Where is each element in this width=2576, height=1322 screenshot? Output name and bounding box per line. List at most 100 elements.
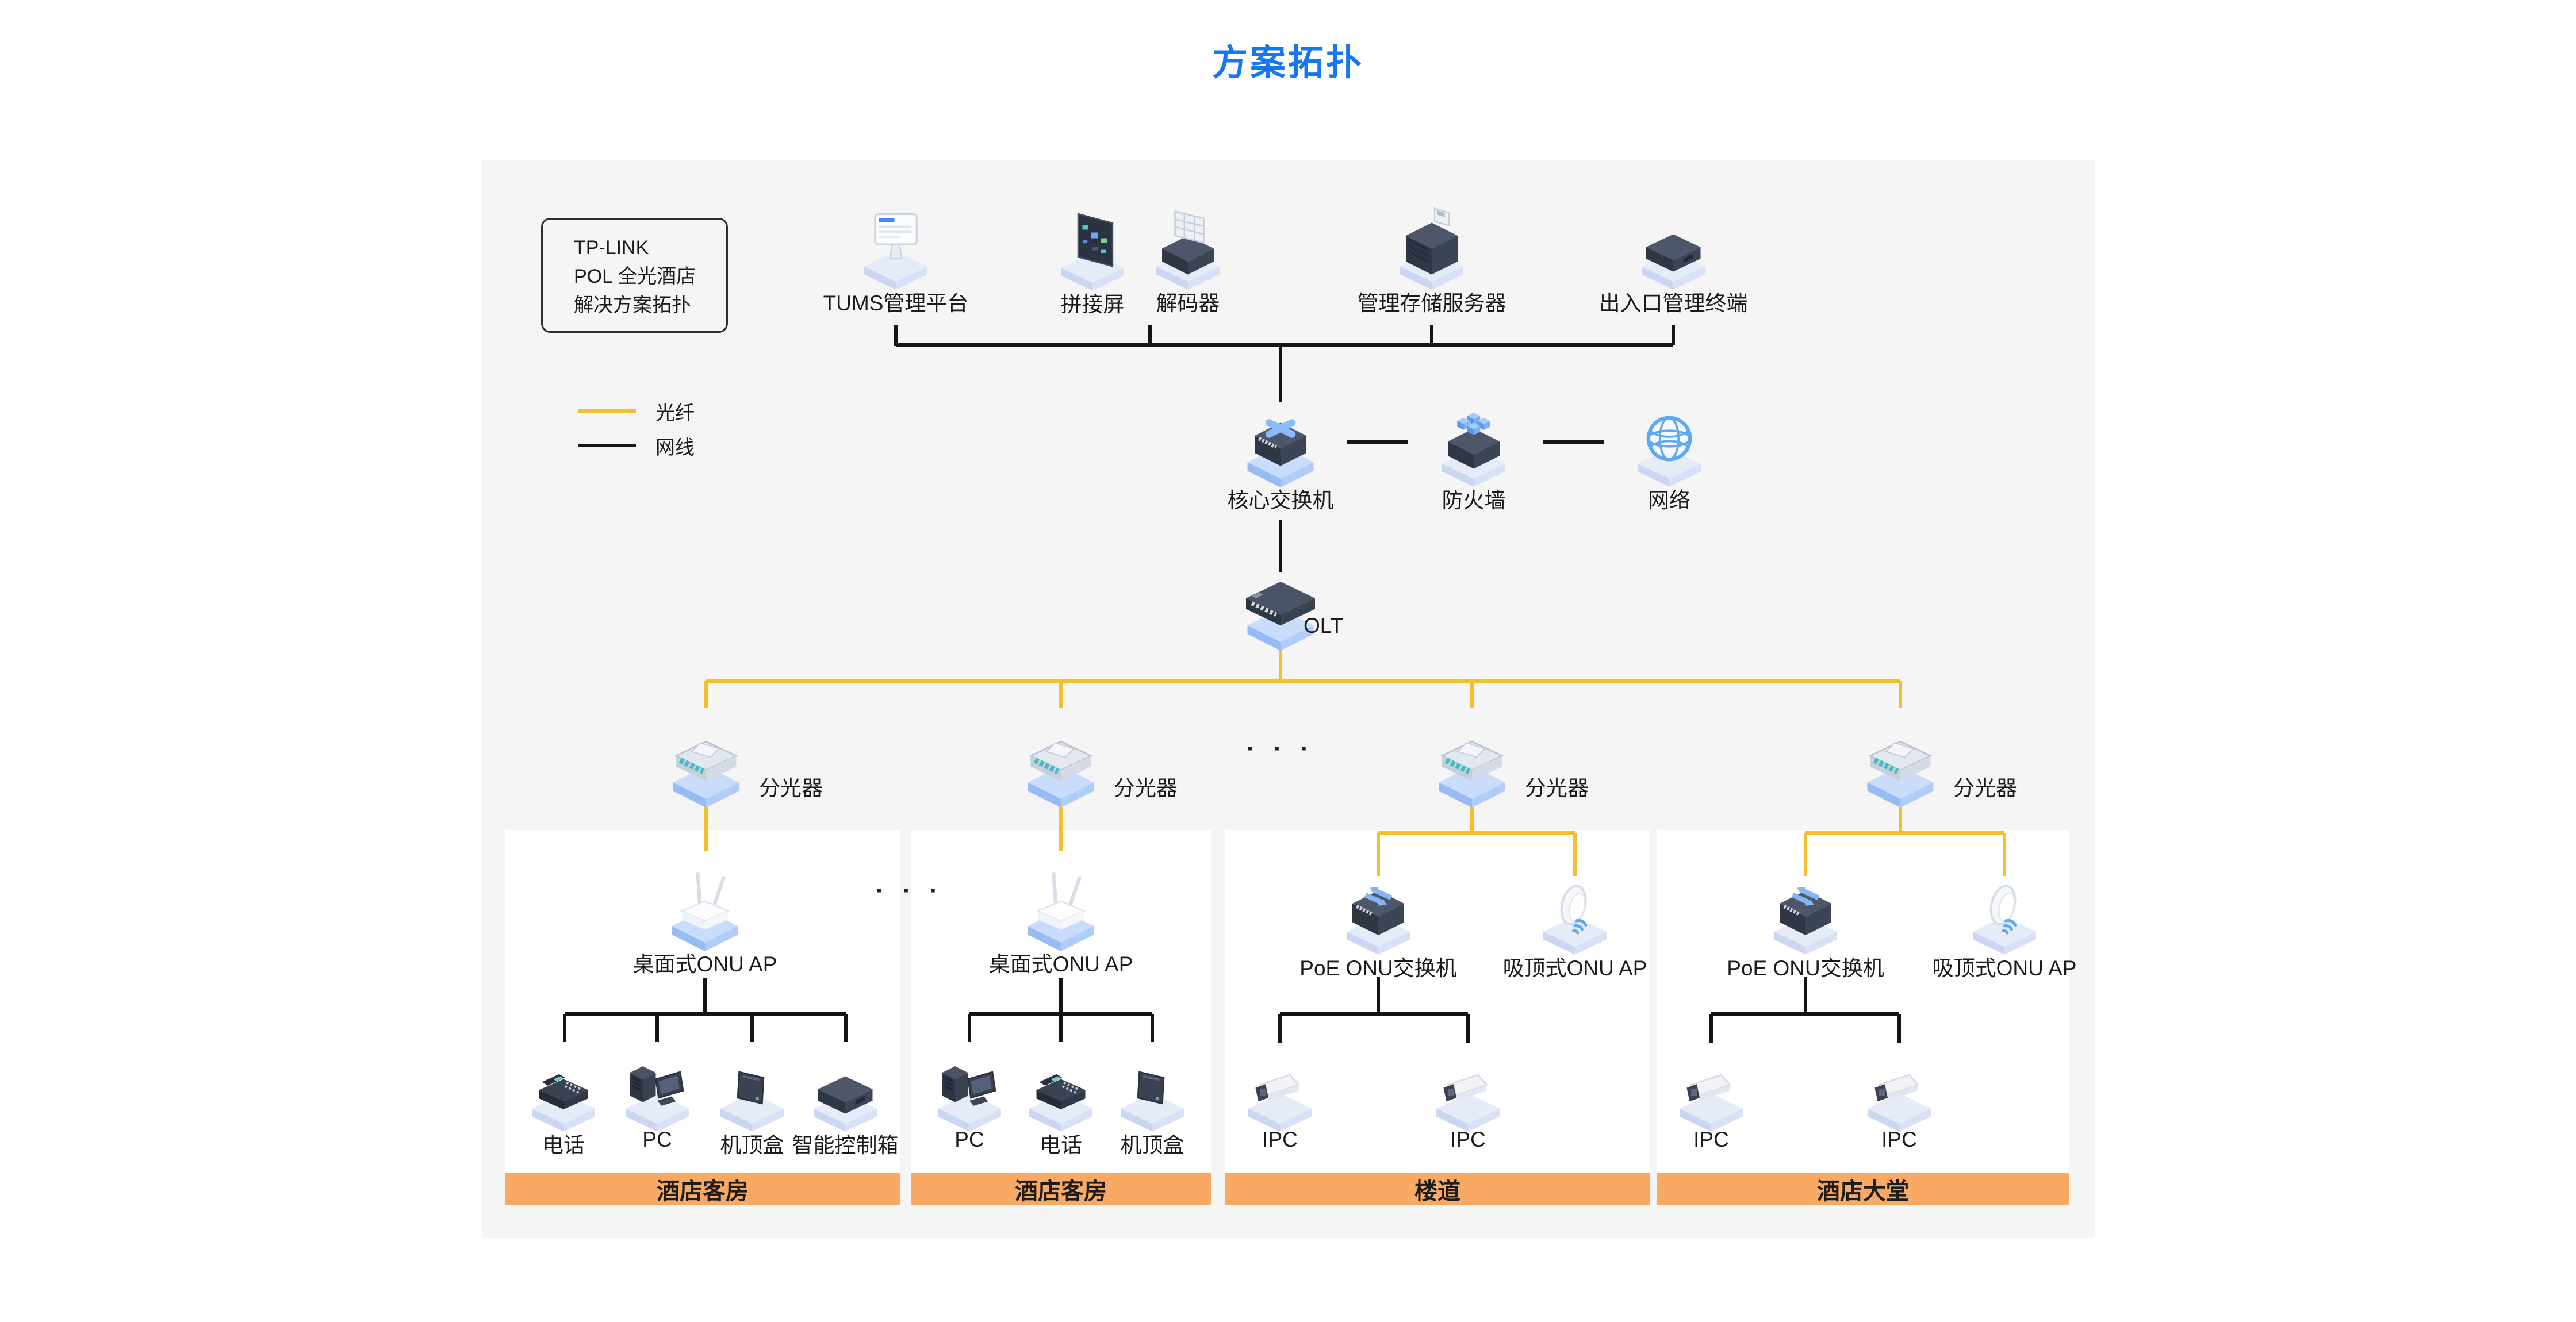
cable-link	[703, 978, 707, 1015]
fiber-link	[1377, 833, 1380, 876]
ellipsis-mark: · · ·	[1246, 735, 1315, 763]
node-label: 桌面式ONU AP	[988, 952, 1133, 976]
node-network: 网络	[1497, 401, 1842, 514]
note-line-3: 解决方案拓扑	[574, 294, 691, 316]
node-phone-2: 电话	[888, 1046, 1233, 1159]
node-pc-1: PC	[485, 1046, 830, 1152]
screen-icon	[920, 205, 1265, 291]
node-stb-1: 机顶盒	[580, 1046, 925, 1159]
node-desktop-onu-ap-2: 桌面式ONU AP	[888, 865, 1233, 978]
node-label: 分光器	[1525, 777, 1589, 800]
section-banner: 酒店客房	[505, 1173, 900, 1205]
cable-line-swatch	[578, 444, 636, 447]
legend-cable-label: 网线	[656, 436, 695, 459]
cable-link	[1148, 325, 1152, 346]
cable-link	[1804, 977, 1807, 1015]
poe-switch-icon	[1633, 869, 1978, 955]
node-label: IPC	[1693, 1128, 1729, 1151]
solution-note-box: TP-LINK POL 全光酒店 解决方案拓扑	[541, 218, 728, 333]
phone-icon	[391, 1046, 736, 1132]
switch-x-icon	[1108, 401, 1453, 487]
router-ap-icon	[888, 865, 1233, 951]
camera-icon	[1539, 1046, 1884, 1132]
fiber-link	[1573, 833, 1577, 876]
node-label: 分光器	[1953, 777, 2017, 800]
page-title: 方案拓扑	[1212, 43, 1364, 83]
splitter-icon	[888, 721, 1233, 808]
node-label: 电话	[1040, 1133, 1082, 1157]
node-smart-control-box: 智能控制箱	[673, 1046, 1018, 1159]
node-label: TUMS管理平台	[823, 291, 969, 315]
phone-icon	[888, 1046, 1233, 1132]
ellipsis-mark: · · ·	[875, 877, 944, 905]
cable-link	[656, 1014, 659, 1042]
node-label: 桌面式ONU AP	[632, 952, 777, 976]
node-label: 出入口管理终端	[1598, 291, 1748, 315]
node-label: OLT	[1304, 614, 1344, 637]
node-splitter-3: 分光器	[1300, 721, 1644, 808]
node-label: 解码器	[1156, 291, 1220, 315]
node-decoder: 解码器	[1015, 204, 1360, 317]
monitor-icon	[723, 204, 1068, 290]
node-label: 机顶盒	[720, 1133, 784, 1157]
cable-link	[1709, 1014, 1713, 1043]
fiber-link	[1804, 833, 1807, 876]
node-firewall: 防火墙	[1301, 401, 1646, 514]
cable-link	[896, 343, 1673, 347]
legend-cable: 网线	[578, 433, 695, 459]
pc-icon	[485, 1046, 830, 1132]
firewall-icon	[1301, 401, 1646, 487]
ceiling-ap-icon	[1402, 869, 1747, 955]
camera-icon	[1295, 1046, 1640, 1132]
node-label: PC	[642, 1128, 672, 1151]
node-label: IPC	[1262, 1128, 1298, 1151]
stb-icon	[980, 1046, 1325, 1132]
ceiling-ap-icon	[1832, 869, 2177, 955]
splitter-icon	[1728, 721, 2073, 808]
olt-icon	[1108, 564, 1453, 651]
node-ipc-4a: IPC	[1539, 1046, 1884, 1152]
node-poe-onu-switch-3: PoE ONU交换机	[1206, 869, 1551, 982]
node-label: 拼接屏	[1060, 293, 1125, 316]
fiber-link	[1059, 801, 1063, 851]
camera-icon	[1727, 1046, 2072, 1132]
cable-link	[1466, 1014, 1470, 1043]
splitter-icon	[1300, 721, 1644, 808]
fiber-link	[2003, 833, 2006, 876]
flat-box-icon	[673, 1046, 1018, 1132]
fiber-link	[1059, 681, 1063, 708]
node-pc-2: PC	[797, 1046, 1142, 1152]
note-line-2: POL 全光酒店	[574, 266, 696, 287]
node-label: IPC	[1450, 1128, 1486, 1151]
section-banner: 酒店客房	[911, 1173, 1211, 1205]
fiber-link	[1899, 681, 1902, 708]
note-line-1: TP-LINK	[574, 237, 649, 259]
node-entrance-terminal: 出入口管理终端	[1501, 204, 1846, 317]
cable-link	[1279, 345, 1282, 402]
node-mgmt-storage-server: 管理存储服务器	[1259, 204, 1604, 317]
camera-icon	[1107, 1046, 1452, 1132]
fiber-link	[704, 681, 708, 708]
node-ipc-3b: IPC	[1295, 1046, 1640, 1152]
section-banner: 楼道	[1225, 1173, 1650, 1205]
node-label: PoE ONU交换机	[1300, 956, 1457, 980]
legend-fiber: 光纤	[578, 398, 695, 424]
cable-link	[1151, 1014, 1154, 1042]
node-phone-1: 电话	[391, 1046, 736, 1159]
cable-link	[565, 1012, 846, 1016]
cable-link	[563, 1014, 566, 1042]
node-tums: TUMS管理平台	[723, 204, 1068, 317]
fiber-link	[706, 679, 1900, 683]
cable-link	[1279, 520, 1282, 572]
node-olt: OLT	[1108, 564, 1453, 651]
section-box: 酒店客房	[505, 830, 900, 1205]
node-ipc-3a: IPC	[1107, 1046, 1452, 1152]
cable-link	[1430, 325, 1433, 346]
node-stb-2: 机顶盒	[980, 1046, 1325, 1159]
router-ap-icon	[532, 865, 877, 951]
node-label: 管理存储服务器	[1357, 291, 1506, 315]
node-label: 吸顶式ONU AP	[1932, 956, 2077, 980]
node-label: 防火墙	[1442, 489, 1506, 512]
cable-link	[1278, 1014, 1282, 1043]
node-label: 机顶盒	[1120, 1133, 1184, 1157]
